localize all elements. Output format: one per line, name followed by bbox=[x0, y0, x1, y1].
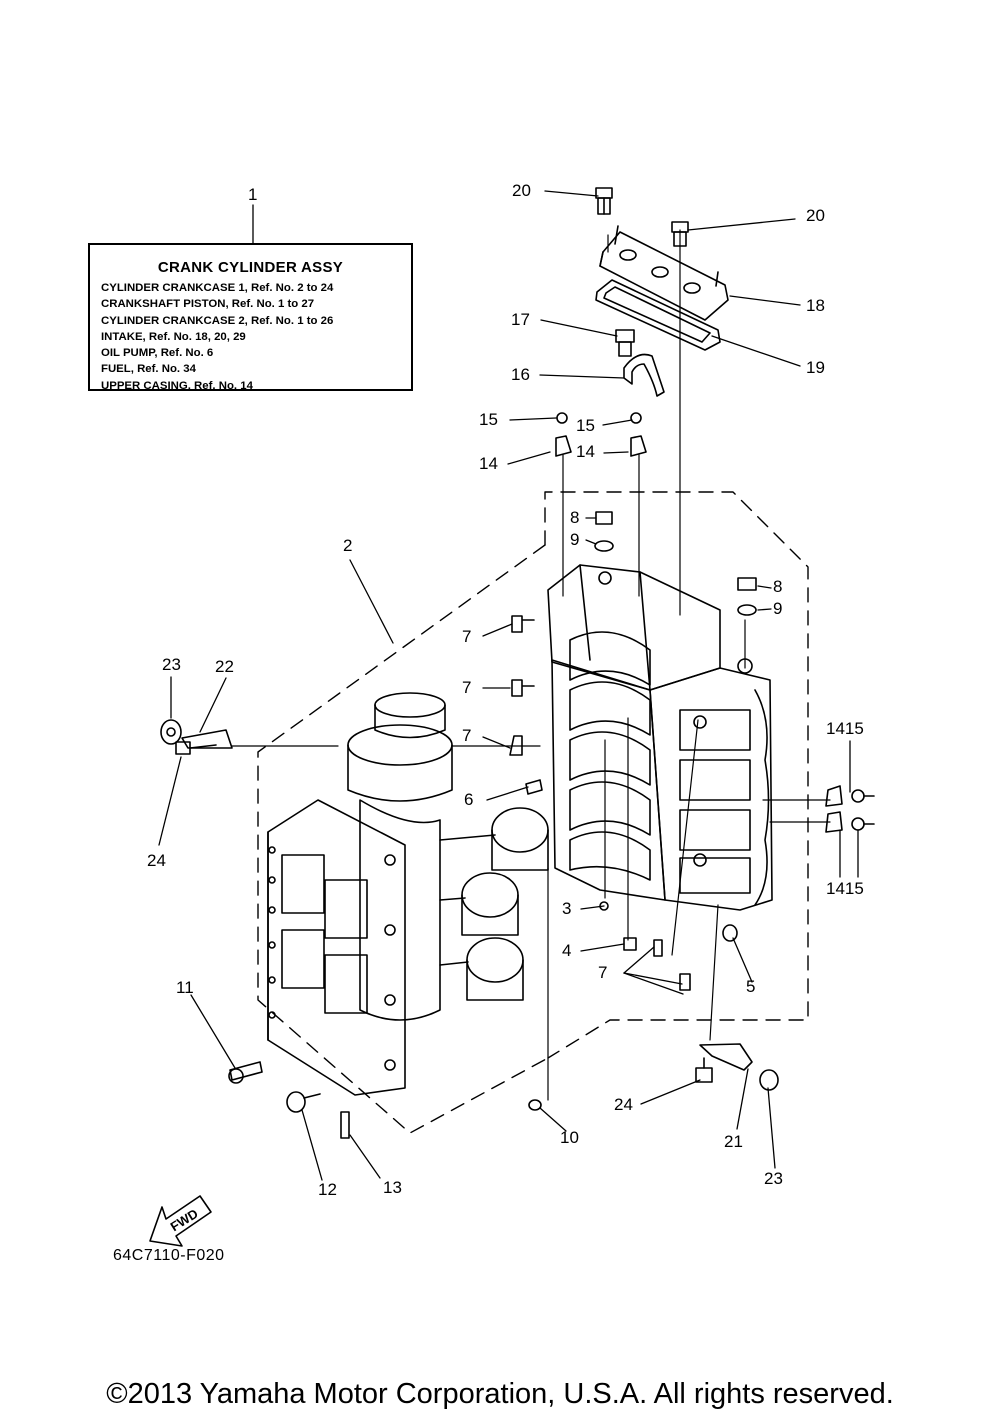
assembly-legend: CRANK CYLINDER ASSY CYLINDER CRANKCASE 1… bbox=[88, 243, 413, 394]
callout-11: 11 bbox=[176, 978, 194, 997]
legend-line: CYLINDER CRANKCASE 2, Ref. No. 1 to 26 bbox=[101, 314, 334, 327]
legend-line: OIL PUMP, Ref. No. 6 bbox=[101, 347, 214, 360]
legend-line: UPPER CASING, Ref. No. 14 bbox=[101, 379, 253, 392]
callout-9: 9 bbox=[773, 599, 783, 618]
crankcase-lower bbox=[649, 667, 773, 911]
callout-1415: 1415 bbox=[826, 719, 864, 738]
callout-7: 7 bbox=[598, 963, 608, 982]
callout-1: 1 bbox=[248, 185, 258, 204]
leader-lines bbox=[158, 190, 859, 1181]
callout-24: 24 bbox=[614, 1095, 633, 1114]
callout-22: 22 bbox=[215, 657, 234, 676]
intake-gasket bbox=[595, 279, 721, 351]
diagram-code: 64C7110-F020 bbox=[113, 1247, 225, 1264]
legend-line: FUEL, Ref. No. 34 bbox=[101, 363, 196, 376]
callout-7: 7 bbox=[462, 678, 472, 697]
callout-18: 18 bbox=[806, 296, 825, 315]
callout-2: 2 bbox=[343, 536, 353, 555]
callout-7: 7 bbox=[462, 627, 472, 646]
callout-16: 16 bbox=[511, 365, 530, 384]
callout-19: 19 bbox=[806, 358, 825, 377]
legend-line: INTAKE, Ref. No. 18, 20, 29 bbox=[101, 330, 246, 343]
brackets bbox=[555, 435, 843, 833]
alignment-lines bbox=[231, 229, 831, 1101]
callout-24: 24 bbox=[147, 851, 166, 870]
callout-4: 4 bbox=[562, 941, 572, 960]
callout-10: 10 bbox=[560, 1128, 579, 1147]
legend-line: CYLINDER CRANKCASE 1, Ref. No. 2 to 24 bbox=[101, 282, 334, 294]
callout-20: 20 bbox=[512, 181, 531, 200]
legend-title: CRANK CYLINDER ASSY bbox=[157, 259, 344, 276]
assembly-outline-right bbox=[544, 491, 809, 1059]
crankcase-upper bbox=[547, 564, 753, 901]
callout-14: 14 bbox=[479, 454, 498, 473]
copyright-notice: ©2013 Yamaha Motor Corporation, U.S.A. A… bbox=[106, 1378, 894, 1410]
callout-8: 8 bbox=[570, 508, 580, 527]
crankshaft-assembly bbox=[347, 692, 549, 1021]
callout-15: 15 bbox=[479, 410, 498, 429]
clamp bbox=[623, 353, 665, 397]
callout-15: 15 bbox=[576, 416, 595, 435]
legend-lines: CYLINDER CRANKCASE 1, Ref. No. 2 to 24 C… bbox=[101, 280, 333, 394]
callout-17: 17 bbox=[511, 310, 530, 329]
callout-21: 21 bbox=[724, 1132, 743, 1151]
callout-9: 9 bbox=[570, 530, 580, 549]
callout-23: 23 bbox=[162, 655, 181, 674]
callout-12: 12 bbox=[318, 1180, 337, 1199]
fasteners bbox=[160, 187, 875, 1139]
legend-line: CRANKSHAFT PISTON, Ref. No. 1 to 27 bbox=[101, 298, 315, 311]
callout-7: 7 bbox=[462, 726, 472, 745]
assembly-outline-left bbox=[257, 544, 549, 1134]
callout-8: 8 bbox=[773, 577, 783, 596]
callout-14: 14 bbox=[576, 442, 595, 461]
callout-6: 6 bbox=[464, 790, 474, 809]
callout-1415: 1415 bbox=[826, 879, 864, 898]
callout-23: 23 bbox=[764, 1169, 783, 1188]
callout-13: 13 bbox=[383, 1178, 402, 1197]
callout-3: 3 bbox=[562, 899, 572, 918]
callout-5: 5 bbox=[746, 977, 756, 996]
fwd-arrow bbox=[149, 1195, 212, 1247]
cylinder-head bbox=[267, 799, 406, 1096]
intake-cover bbox=[599, 225, 729, 321]
callout-20: 20 bbox=[806, 206, 825, 225]
